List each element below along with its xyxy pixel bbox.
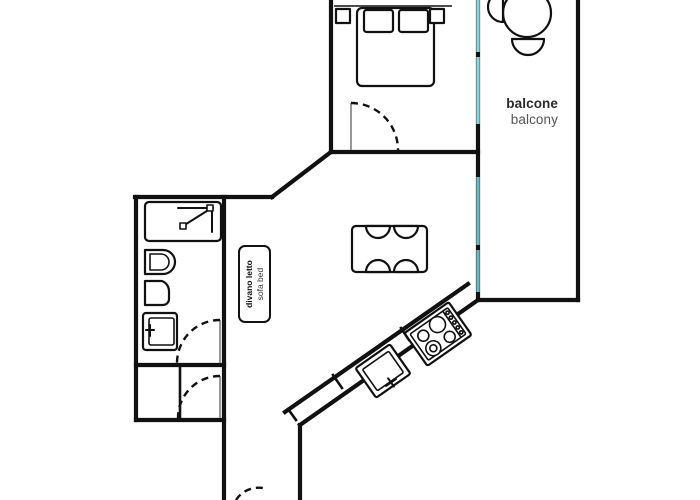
balcony-label: balcone balcony <box>452 96 558 129</box>
cooktop-knob-5 <box>458 329 464 335</box>
wall-diagonal-upper <box>269 149 334 200</box>
balcony-furniture-group <box>486 0 553 57</box>
kitchen-counter-divider-2 <box>331 373 344 390</box>
cooktop-knob-1 <box>445 310 450 316</box>
balcony-table <box>501 0 553 39</box>
bedroom-furniture-group <box>334 5 452 151</box>
dining-chair-bottom-left <box>364 258 392 274</box>
shower-hose <box>182 208 211 227</box>
cooktop-knob-2 <box>448 315 454 321</box>
balcony-label-english: balcony <box>510 112 558 128</box>
dining-furniture-group <box>350 224 429 274</box>
cooktop-inner <box>409 307 467 361</box>
dining-chair-top-right <box>392 224 420 240</box>
bidet-bowl <box>149 253 170 271</box>
dining-chair-bottom-right <box>392 258 420 274</box>
balcony-label-italian: balcone <box>506 96 558 111</box>
cooktop-group <box>404 301 472 367</box>
cooktop-knob-4 <box>455 325 461 330</box>
cooktop-burner-front-left-inner <box>429 343 438 353</box>
wall-kitchen-diagonal-outer <box>282 281 471 415</box>
cooktop-knob-strip-line <box>442 310 462 338</box>
entry-door-swing-arc <box>234 486 264 500</box>
balcony-chair-bottom <box>510 37 546 57</box>
balcony-chair-left <box>486 0 505 24</box>
shower-head <box>206 204 214 212</box>
closet-door-swing-arc <box>176 374 221 419</box>
toilet <box>143 279 171 307</box>
nightstand-left <box>334 7 352 25</box>
kitchen-sink-faucet-spout <box>385 378 397 387</box>
bathroom-fixtures-group <box>141 200 223 419</box>
bathroom-door-swing-arc <box>175 318 221 364</box>
sofa-bed-label-italian: divano letto <box>243 260 254 308</box>
cooktop-burner-front-right <box>443 330 457 344</box>
bedroom-door-swing-arc <box>350 101 400 151</box>
shower-tray <box>143 200 223 243</box>
sofa-bed-label: divano letto sofa bed <box>243 260 265 308</box>
entry-door-group <box>234 486 264 500</box>
pillow-right <box>397 8 430 34</box>
cooktop-burner-back-right <box>428 315 447 334</box>
wall-bathroom-fixture-strip <box>135 363 182 422</box>
cooktop-burner-back-left <box>417 329 430 343</box>
bathroom-sink-basin <box>148 317 175 346</box>
sofa-bed-label-english: sofa bed <box>254 267 265 301</box>
dining-chair-top-left <box>364 224 392 240</box>
pillow-left <box>362 8 395 34</box>
nightstand-right <box>428 7 446 25</box>
sofa-bed-furniture: divano letto sofa bed <box>238 245 271 323</box>
kitchen-sink-group <box>355 343 411 399</box>
cooktop-knob-3 <box>451 320 457 325</box>
kitchen-counter-divider-1 <box>286 407 298 422</box>
shower-handle <box>179 222 187 230</box>
kitchen-group <box>286 301 472 422</box>
